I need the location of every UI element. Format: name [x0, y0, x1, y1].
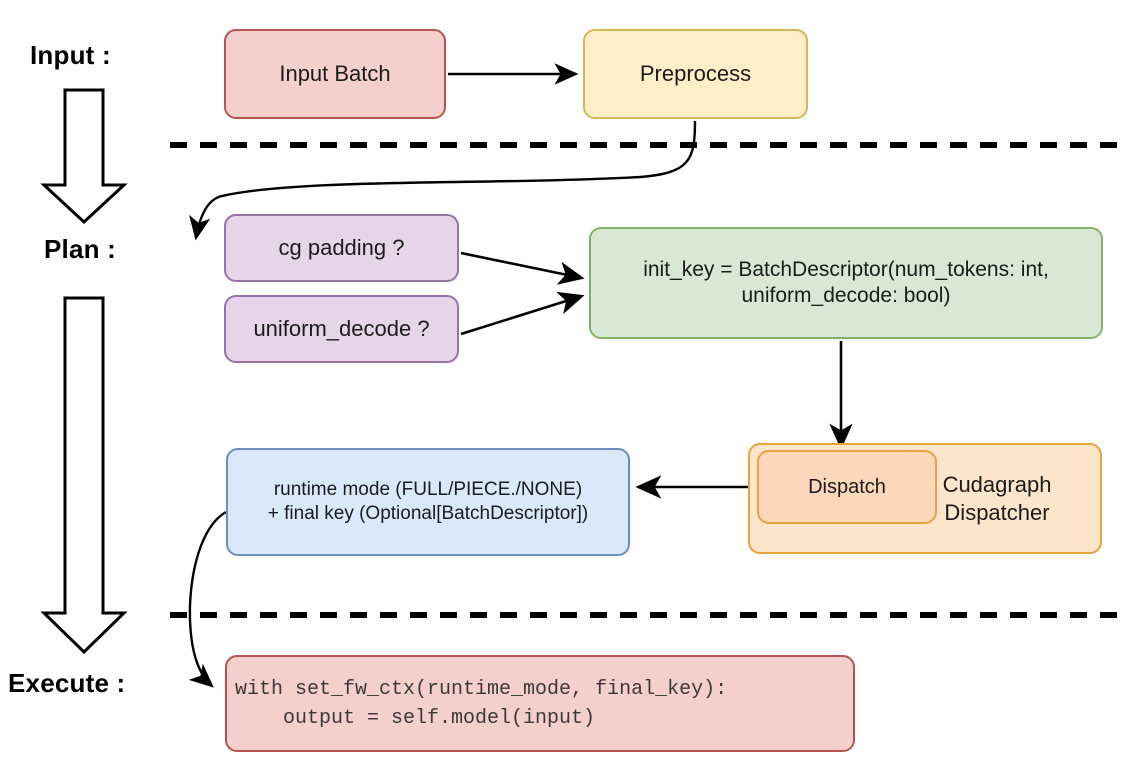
node-runtime-mode[interactable]: runtime mode (FULL/PIECE./NONE) + final …	[226, 448, 630, 556]
input-to-plan-arrow	[40, 88, 128, 225]
node-dispatch[interactable]: Dispatch	[757, 450, 937, 524]
node-dispatch-label: Dispatch	[808, 475, 886, 498]
node-init-key-label: init_key = BatchDescriptor(num_tokens: i…	[643, 257, 1049, 307]
node-preprocess-label: Preprocess	[639, 61, 752, 87]
node-cg-padding-label: cg padding ?	[278, 235, 405, 261]
edge-runtime-mode-to-code-block	[188, 510, 227, 688]
plan-to-execute-arrow	[40, 296, 128, 655]
node-cg-padding[interactable]: cg padding ?	[224, 214, 459, 282]
node-runtime-mode-label: runtime mode (FULL/PIECE./NONE) + final …	[267, 479, 589, 524]
node-code-block-text: with set_fw_ctx(runtime_mode, final_key)…	[235, 677, 728, 730]
stage-label-execute: Execute :	[8, 668, 126, 698]
node-uniform-decode[interactable]: uniform_decode ?	[224, 295, 459, 363]
node-init-key[interactable]: init_key = BatchDescriptor(num_tokens: i…	[589, 227, 1103, 339]
stage-label-input: Input :	[30, 40, 111, 70]
edge-uniform-decode-to-init-key	[460, 291, 585, 336]
node-uniform-decode-label: uniform_decode ?	[253, 316, 430, 342]
node-input-batch-label: Input Batch	[279, 61, 391, 87]
edge-cg-padding-to-init-key	[460, 251, 585, 285]
stage-label-plan: Plan :	[44, 234, 116, 264]
node-input-batch[interactable]: Input Batch	[224, 29, 446, 119]
node-code-block[interactable]: with set_fw_ctx(runtime_mode, final_key)…	[225, 655, 855, 752]
node-preprocess[interactable]: Preprocess	[583, 29, 808, 119]
node-cudagraph-dispatcher-label: Cudagraph Dispatcher	[942, 472, 1052, 525]
